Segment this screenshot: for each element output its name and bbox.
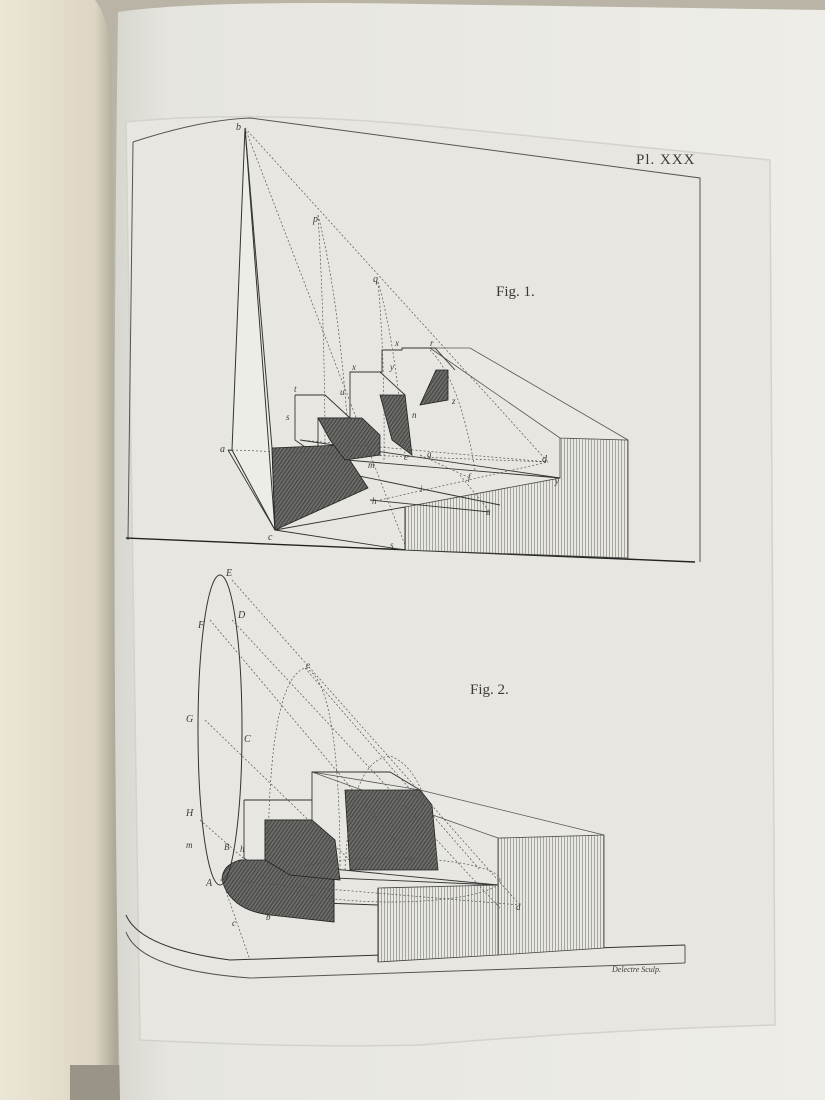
fig1-shadow-1 <box>271 444 369 531</box>
figure-1: b p q x r x y t u z a s c e m n g d h i … <box>125 117 701 563</box>
fig1-label-s: s <box>286 412 290 422</box>
fig2-right-block-front <box>497 834 605 956</box>
fig2-base-line <box>125 914 686 961</box>
fig1-label-y2: y <box>554 476 559 486</box>
fig2-label-d: d <box>516 902 521 912</box>
fig1-label-t: t <box>294 384 297 394</box>
fig1-label-g: g <box>427 449 432 459</box>
fig1-label-b: b <box>236 122 241 133</box>
fig1-label-a: a <box>220 444 225 455</box>
fig1-label-y: y <box>389 362 394 372</box>
fig1-label-s2: s <box>390 540 394 550</box>
fig1-label-i: i <box>420 484 423 494</box>
fig1-label-e: e <box>404 452 408 462</box>
fig2-label-b: b <box>266 912 271 922</box>
fig2-shadow-3 <box>344 789 439 871</box>
fig2-label-C: C <box>244 734 251 745</box>
fig1-shadow-2 <box>317 417 381 461</box>
figure-2: E D F G C H m B h A e c b d Fig. 2. <box>125 568 686 979</box>
fig1-shadow-4 <box>419 369 449 406</box>
fig2-label-h: h <box>240 844 245 854</box>
fig1-label-p: p <box>312 214 318 225</box>
fig1-label-c: c <box>268 532 273 543</box>
plate-number: Pl. XXX <box>636 152 696 168</box>
fig2-label-e: e <box>306 660 310 670</box>
fig1-label-n: n <box>412 410 417 420</box>
fig2-label-E: E <box>225 568 232 579</box>
fig1-shadow-3 <box>379 394 413 456</box>
fig1-label-r: r <box>430 338 434 348</box>
fig2-ellipse <box>197 574 243 886</box>
fig2-label-m: m <box>186 840 193 850</box>
fig2-shadow-2 <box>264 819 341 881</box>
fig1-label-d: d <box>542 454 548 465</box>
fig2-label-G: G <box>186 714 193 725</box>
fig1-label-x: x <box>394 338 399 348</box>
fig2-label-H: H <box>185 808 194 819</box>
fig2-label-B: B <box>224 842 230 852</box>
fig1-label-u: u <box>340 387 345 397</box>
fig1-label-f: f <box>468 472 472 482</box>
engraver-signature: Delectre Sculp. <box>611 965 661 974</box>
fig2-caption: Fig. 2. <box>470 682 509 698</box>
fig1-caption: Fig. 1. <box>496 284 535 300</box>
fig1-label-z: z <box>451 396 456 406</box>
fig1-label-x2: x <box>351 362 356 372</box>
fig1-frame <box>132 117 701 562</box>
fig1-label-u2: u <box>486 507 491 517</box>
fig1-label-m: m <box>368 460 375 470</box>
left-page <box>0 0 118 1100</box>
fig1-label-h: h <box>372 496 377 506</box>
fig2-label-c: c <box>232 918 236 928</box>
fig1-label-q: q <box>373 274 378 285</box>
fig2-label-F: F <box>197 620 205 631</box>
fig2-label-A: A <box>205 878 213 889</box>
fig2-label-D: D <box>237 610 246 621</box>
plate-mark <box>125 115 776 1047</box>
